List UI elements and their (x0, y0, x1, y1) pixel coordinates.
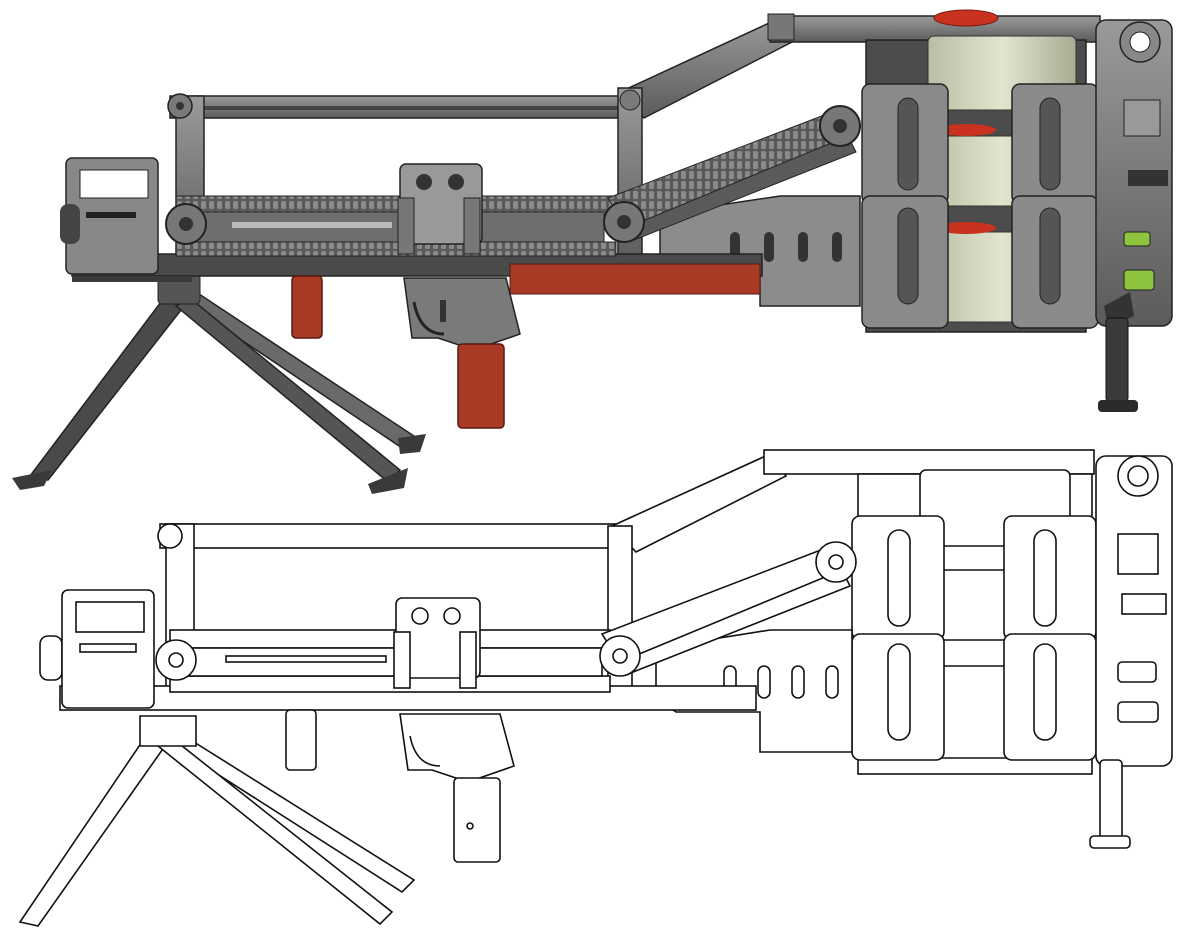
feed-sprockets[interactable] (165, 105, 861, 245)
bipod-outline[interactable] (18, 715, 416, 927)
receiver-end[interactable] (1095, 19, 1173, 327)
drum-housing-outline[interactable] (851, 469, 1097, 775)
belt-feed[interactable] (175, 111, 857, 257)
pistol-grip[interactable] (457, 343, 505, 429)
foregrip-outline[interactable] (285, 709, 317, 771)
feed-sprockets-outline[interactable] (155, 541, 857, 681)
rear-sight[interactable] (397, 163, 483, 255)
line-art-view (18, 449, 1173, 927)
rear-monopod[interactable] (1098, 292, 1138, 412)
front-sight-outline[interactable] (61, 589, 155, 709)
trigger-group[interactable] (403, 277, 521, 351)
front-sight[interactable] (60, 157, 159, 275)
foregrip[interactable] (291, 275, 323, 339)
rear-monopod-outline[interactable] (1089, 759, 1131, 849)
rear-sight-outline[interactable] (393, 597, 481, 689)
receiver-end-outline[interactable] (1095, 455, 1173, 767)
rendered-view (12, 9, 1173, 494)
barrel[interactable] (71, 253, 763, 295)
belt-feed-outline[interactable] (169, 547, 852, 693)
trigger-group-outline[interactable] (399, 713, 515, 783)
pistol-grip-outline[interactable] (453, 777, 501, 863)
